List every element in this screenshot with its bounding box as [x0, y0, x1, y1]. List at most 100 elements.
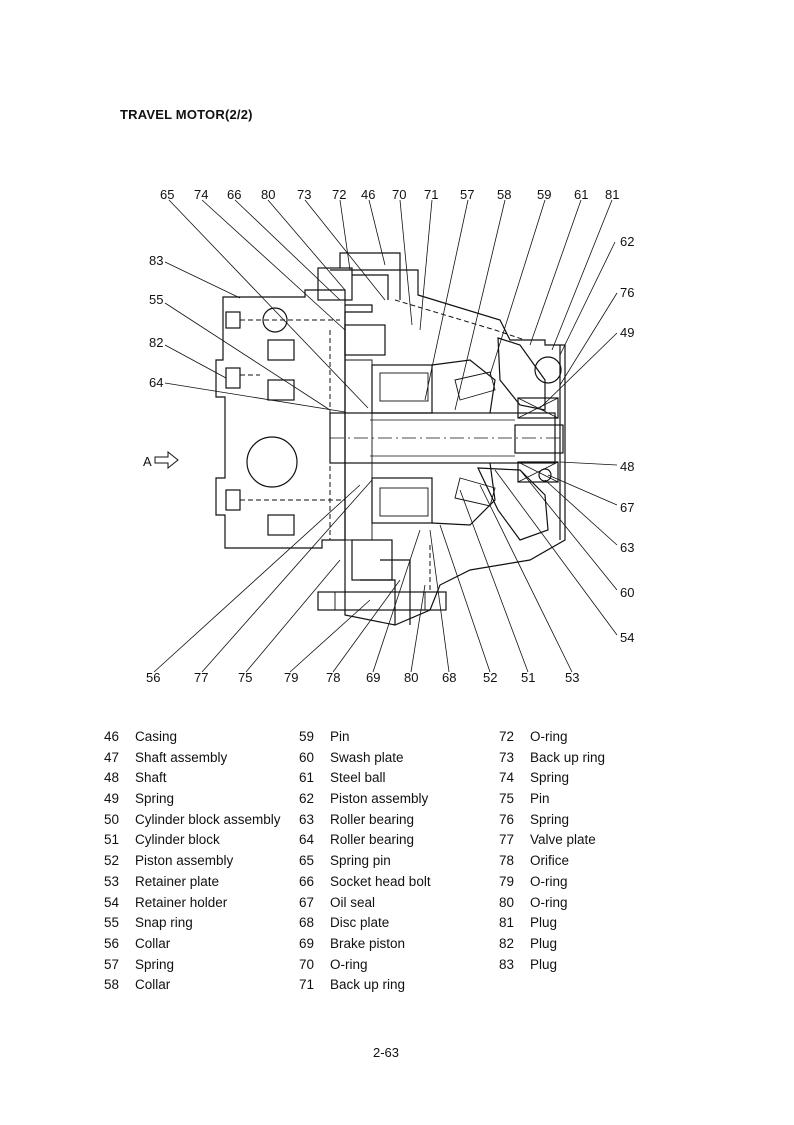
part-number: 52	[104, 853, 120, 869]
callout-label: 83	[149, 253, 163, 268]
part-name: Pin	[530, 791, 550, 807]
part-name: Spring	[530, 811, 570, 827]
part-number: 79	[499, 873, 515, 889]
part-number: 58	[104, 977, 120, 993]
callout-label: 65	[160, 187, 174, 202]
callouts-top: 65 74 66 80 73 72 46 70 71 57 58 59 61 8…	[160, 187, 619, 202]
part-name: Orifice	[530, 853, 570, 869]
part-number: 61	[299, 770, 315, 786]
parts-list-item: 46 Casing	[104, 727, 281, 748]
parts-list-item: 63 Roller bearing	[299, 810, 431, 831]
parts-list-item: 79 O-ring	[499, 872, 605, 893]
callout-label: 80	[261, 187, 275, 202]
part-name: Spring	[530, 770, 570, 786]
part-number: 71	[299, 977, 315, 993]
parts-list-item: 78 Orifice	[499, 851, 605, 872]
part-number: 75	[499, 791, 515, 807]
callout-label: 48	[620, 459, 634, 474]
part-name: Back up ring	[530, 749, 606, 765]
callouts-right: 62 76 49 48 67 63 60 54	[620, 234, 634, 645]
page-title: TRAVEL MOTOR(2/2)	[120, 107, 253, 122]
callout-label: 77	[194, 670, 208, 685]
part-name: O-ring	[530, 894, 568, 910]
part-name: Piston assembly	[330, 791, 429, 807]
parts-list-item: 59 Pin	[299, 727, 431, 748]
part-name: Piston assembly	[135, 853, 234, 869]
callout-label: 67	[620, 500, 634, 515]
part-number: 66	[299, 873, 315, 889]
part-number: 70	[299, 956, 315, 972]
part-number: 82	[499, 935, 515, 951]
callout-label: 54	[620, 630, 634, 645]
part-name: Retainer holder	[135, 894, 228, 910]
part-name: Disc plate	[330, 915, 390, 931]
callout-label: 70	[392, 187, 406, 202]
callout-label: 59	[537, 187, 551, 202]
part-number: 48	[104, 770, 120, 786]
part-name: Spring	[135, 791, 175, 807]
callout-label: 57	[460, 187, 474, 202]
callout-label: 52	[483, 670, 497, 685]
part-number: 53	[104, 873, 120, 889]
part-name: Roller bearing	[330, 811, 415, 827]
part-name: Back up ring	[330, 977, 406, 993]
part-number: 72	[499, 729, 515, 744]
part-number: 81	[499, 915, 515, 931]
part-number: 51	[104, 832, 120, 848]
part-name: O-ring	[530, 873, 568, 889]
hidden-passages	[240, 299, 526, 590]
part-number: 57	[104, 956, 120, 972]
view-label: A	[143, 454, 152, 469]
part-name: Steel ball	[330, 770, 386, 786]
part-name: Pin	[330, 729, 350, 744]
part-name: Plug	[530, 915, 558, 931]
parts-list-item: 72 O-ring	[499, 727, 605, 748]
callout-label: 64	[149, 375, 163, 390]
callout-label: 53	[565, 670, 579, 685]
callout-label: 79	[284, 670, 298, 685]
part-name: Oil seal	[330, 894, 376, 910]
page-number: 2-63	[373, 1045, 400, 1060]
parts-list-item: 52 Piston assembly	[104, 851, 281, 872]
part-number: 64	[299, 832, 315, 848]
parts-list-item: 81 Plug	[499, 913, 605, 934]
callout-label: 46	[361, 187, 375, 202]
callout-label: 82	[149, 335, 163, 350]
part-number: 46	[104, 729, 120, 744]
callout-label: 58	[497, 187, 511, 202]
part-name: Shaft assembly	[135, 749, 228, 765]
parts-list-item: 61 Steel ball	[299, 768, 431, 789]
callout-label: 69	[366, 670, 380, 685]
part-number: 56	[104, 935, 120, 951]
parts-list-item: 80 O-ring	[499, 893, 605, 914]
part-number: 63	[299, 811, 315, 827]
part-name: Snap ring	[135, 915, 193, 931]
parts-list-item: 75 Pin	[499, 789, 605, 810]
part-number: 80	[499, 894, 515, 910]
part-number: 78	[499, 853, 515, 869]
part-number: 59	[299, 729, 315, 744]
part-number: 73	[499, 749, 515, 765]
callout-label: 71	[424, 187, 438, 202]
callout-label: 75	[238, 670, 252, 685]
part-name: Casing	[135, 729, 178, 744]
callout-label: 72	[332, 187, 346, 202]
part-name: O-ring	[530, 729, 568, 744]
leader-lines	[153, 199, 618, 673]
part-number: 62	[299, 791, 315, 807]
part-name: Swash plate	[330, 749, 404, 765]
